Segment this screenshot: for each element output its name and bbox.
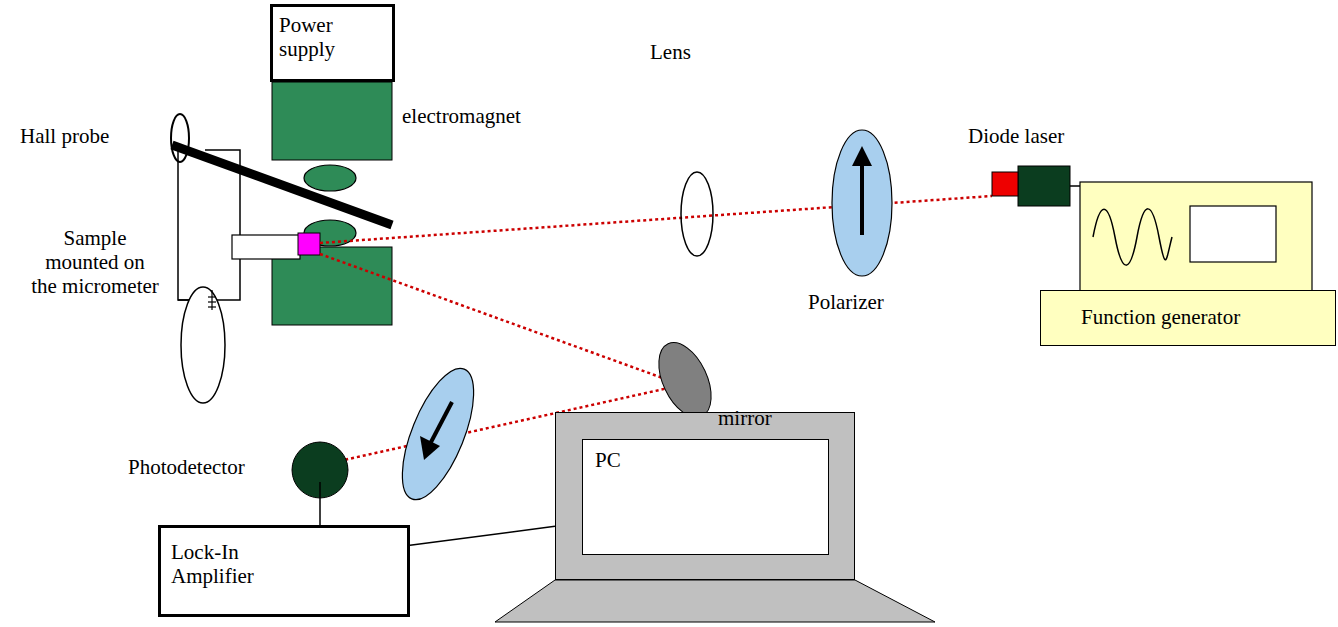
micrometer-rod [232, 235, 300, 259]
laser-diode [992, 172, 1018, 196]
node-label: PC [595, 448, 816, 472]
polarizer [832, 130, 892, 276]
node-label: Lock-In Amplifier [171, 540, 281, 588]
analyzer [388, 359, 489, 508]
pc-monitor: PC [555, 412, 855, 580]
laptop-base [495, 580, 935, 622]
part-label: Lens [650, 40, 691, 64]
micrometer [181, 287, 225, 403]
part-label: Polarizer [808, 290, 884, 314]
pc-screen: PC [582, 439, 829, 555]
node-label: Function generator [1081, 305, 1325, 329]
power-supply-box: Power supply [270, 4, 395, 82]
laser-body [1018, 166, 1070, 206]
lens [681, 172, 713, 256]
function-generator-box: Function generator [1040, 290, 1336, 346]
hall-wires [178, 150, 240, 300]
part-label: Diode laser [968, 124, 1064, 148]
signal-cable [410, 526, 555, 545]
part-label: electromagnet [402, 104, 521, 128]
sample [298, 233, 320, 255]
electromagnet-top [272, 82, 392, 160]
part-label: Photodetector [128, 455, 245, 479]
part-label: Hall probe [20, 124, 109, 148]
lock-in-box: Lock-In Amplifier [158, 525, 410, 617]
generator-housing [1080, 182, 1312, 292]
node-label: Power supply [279, 13, 359, 61]
hall-probe-rod [172, 145, 392, 225]
part-label: Sample mounted on the micrometer [30, 226, 160, 298]
part-label: mirror [718, 406, 772, 430]
